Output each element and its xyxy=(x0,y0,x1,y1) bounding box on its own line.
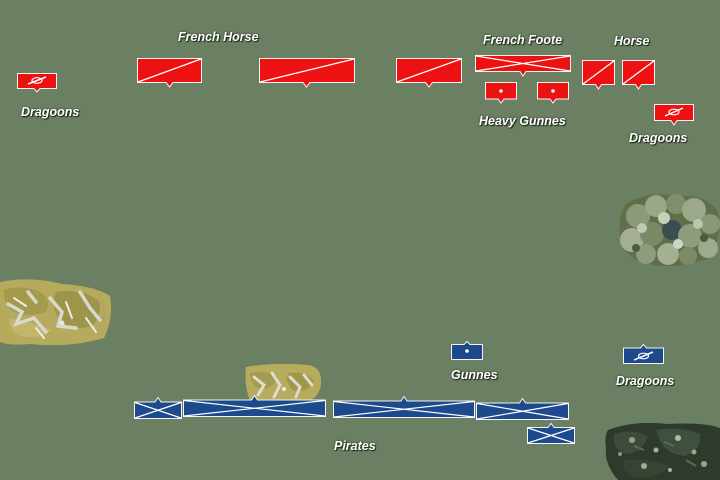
pirate-foot-5[interactable] xyxy=(527,422,575,444)
label-french-horse: French Horse xyxy=(178,30,259,44)
french-horse-right-2[interactable] xyxy=(622,60,655,90)
french-heavy-gun-1[interactable] xyxy=(485,82,517,104)
french-heavy-gun-2[interactable] xyxy=(537,82,569,104)
pirate-foot-4[interactable] xyxy=(476,397,569,420)
french-horse-2[interactable] xyxy=(259,58,355,88)
pirate-foot-2[interactable] xyxy=(183,394,326,417)
french-foote[interactable] xyxy=(475,55,571,77)
label-horse: Horse xyxy=(614,34,650,48)
label-french-foote: French Foote xyxy=(483,33,563,47)
label-gunnes: Gunnes xyxy=(451,368,498,382)
label-pirates: Pirates xyxy=(334,439,376,453)
pirate-foot-3[interactable] xyxy=(333,395,475,418)
label-heavy-gunnes: Heavy Gunnes xyxy=(479,114,566,128)
wood-right xyxy=(618,190,720,270)
label-dragoons-right: Dragoons xyxy=(629,131,688,145)
french-horse-3[interactable] xyxy=(396,58,462,88)
french-dragoons-right[interactable] xyxy=(654,104,694,126)
french-horse-1[interactable] xyxy=(137,58,202,88)
dark-rough-bottom-right xyxy=(604,420,720,480)
pirate-gunnes[interactable] xyxy=(451,340,483,360)
french-dragoons-left[interactable] xyxy=(17,73,57,93)
rocky-hill-left xyxy=(0,278,112,346)
french-horse-right-1[interactable] xyxy=(582,60,615,90)
pirate-foot-1[interactable] xyxy=(134,396,182,419)
pirate-dragoons[interactable] xyxy=(623,343,664,364)
rocky-hill-center xyxy=(244,363,322,403)
label-dragoons-pirates: Dragoons xyxy=(616,374,675,388)
label-dragoons-left: Dragoons xyxy=(21,105,80,119)
